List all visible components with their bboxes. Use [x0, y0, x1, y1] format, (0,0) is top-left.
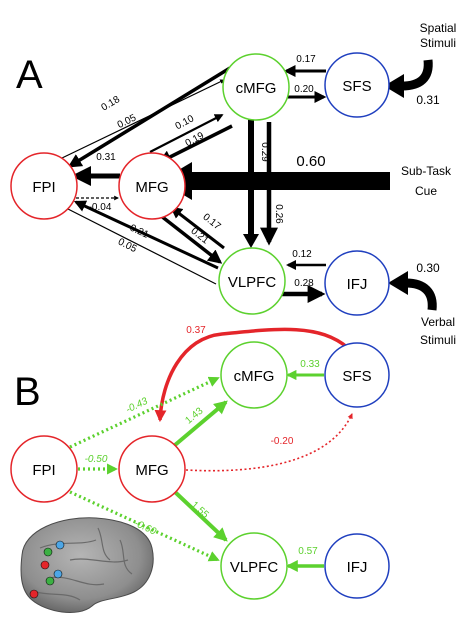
- weight-mfg-fpi: 0.31: [96, 152, 116, 163]
- svg-text:MFG: MFG: [135, 462, 168, 479]
- edge-mfg-cmfg: [149, 114, 224, 153]
- node-ifj: IFJ: [324, 250, 390, 316]
- svg-text:SFS: SFS: [342, 368, 371, 385]
- node-fpi: FPI: [10, 152, 78, 220]
- electrode-dot: [43, 547, 53, 557]
- cmfg-vlpfc-arrowhead: [243, 234, 259, 248]
- node-mfg-b: MFG: [118, 435, 186, 503]
- weight-mfg-vlpfc: 0.21: [188, 226, 210, 247]
- node-vlpfc-b: VLPFC: [220, 532, 288, 600]
- edge-cmfg-mfg: [157, 124, 233, 164]
- weight-verbal-ifj: 0.30: [416, 261, 440, 275]
- input-subtask-line1: Sub-Task: [401, 164, 452, 178]
- svg-text:cMFG: cMFG: [236, 80, 277, 97]
- weight-fpi-vlpfc: 0.05: [116, 236, 139, 255]
- panel-b-nodes: cMFG SFS FPI MFG VLPFC IFJ: [10, 341, 390, 600]
- node-sfs-b: SFS: [324, 342, 390, 408]
- input-subtask-line2: Cue: [415, 184, 437, 198]
- input-spatial-line2: Stimuli: [420, 36, 456, 50]
- edge-verbal-ifj: [405, 278, 437, 311]
- edge-mfg-vlpfc: [154, 210, 223, 264]
- weight-cmfg-sfs: 0.20: [294, 84, 314, 95]
- panel-b-label: B: [14, 370, 41, 414]
- electrode-dot: [55, 540, 65, 550]
- weight-sfs-cmfg-b: 0.33: [300, 359, 320, 370]
- node-mfg: MFG: [118, 152, 186, 220]
- edge-mfg-sfs-b: [185, 413, 353, 472]
- node-cmfg: cMFG: [222, 53, 290, 121]
- weight-vlpfc-fpi: 0.21: [128, 223, 151, 241]
- edge-sfs-mfg: [154, 327, 350, 423]
- weight-sfs-cmfg: 0.17: [296, 54, 316, 65]
- edge-mfg-cmfg-b: [173, 400, 228, 447]
- svg-text:SFS: SFS: [342, 78, 371, 95]
- weight-spatial-sfs: 0.31: [416, 93, 440, 107]
- weight-fpi-mfg: -0.04: [89, 202, 112, 213]
- edge-spatial-sfs: [401, 59, 433, 91]
- weight-cmfg-vlpfc: 0.29: [259, 142, 270, 162]
- edge-fpi-cmfg: [61, 79, 225, 159]
- edge-mfg-vlpfc-b: [173, 490, 228, 542]
- panel-b: B cMFG: [10, 325, 390, 613]
- weight-sfs-mfg-b: 0.37: [186, 325, 206, 336]
- edge-cmfg-fpi: [67, 66, 231, 168]
- svg-text:VLPFC: VLPFC: [230, 559, 279, 576]
- svg-text:IFJ: IFJ: [347, 559, 368, 576]
- panel-a-inputs: Spatial Stimuli Sub-Task Cue Verbal Stim…: [401, 21, 456, 347]
- weight-cmfg-fpi: 0.18: [100, 94, 123, 114]
- svg-text:cMFG: cMFG: [234, 368, 275, 385]
- panel-b-edges: [69, 327, 353, 572]
- node-sfs: SFS: [324, 52, 390, 118]
- node-vlpfc: VLPFC: [218, 247, 286, 315]
- edge-fpi-vlpfc: [65, 207, 217, 285]
- weight-vlpfc-mfg: 0.17: [200, 212, 222, 233]
- svg-text:FPI: FPI: [32, 179, 55, 196]
- electrode-dot: [40, 560, 50, 570]
- svg-text:FPI: FPI: [32, 462, 55, 479]
- weight-subtask-mfg: 0.60: [296, 153, 325, 170]
- edge-vlpfc-mfg: [170, 206, 225, 250]
- node-fpi-b: FPI: [10, 435, 78, 503]
- edge-fpi-vlpfc-b: [69, 490, 220, 562]
- weight-vlpfc-cmfg: 0.26: [273, 204, 284, 224]
- input-spatial-line1: Spatial: [420, 21, 457, 35]
- weight-ifj-vlpfc: 0.12: [292, 249, 312, 260]
- node-cmfg-b: cMFG: [220, 341, 288, 409]
- panel-a-label: A: [16, 53, 43, 97]
- brain-image: [20, 517, 154, 613]
- electrode-dot: [53, 569, 63, 579]
- weight-ifj-vlpfc-b: 0.57: [298, 546, 318, 557]
- weight-fpi-cmfg-b: -0.43: [124, 396, 150, 416]
- panel-a-edges: [61, 59, 437, 311]
- node-ifj-b: IFJ: [324, 533, 390, 599]
- spatial-arrowhead: [384, 74, 404, 98]
- edge-vlpfc-fpi: [73, 200, 219, 270]
- input-verbal-line2: Stimuli: [420, 333, 456, 347]
- weight-fpi-mfg-b: -0.50: [85, 454, 108, 465]
- verbal-arrowhead: [388, 271, 408, 295]
- electrode-dot: [45, 576, 55, 586]
- svg-text:MFG: MFG: [135, 179, 168, 196]
- panel-a: A: [10, 21, 456, 347]
- svg-text:VLPFC: VLPFC: [228, 274, 277, 291]
- electrode-dot: [29, 589, 39, 599]
- svg-text:IFJ: IFJ: [347, 276, 368, 293]
- weight-vlpfc-ifj: 0.28: [294, 278, 314, 289]
- input-verbal-line1: Verbal: [421, 315, 455, 329]
- panel-a-nodes: cMFG SFS FPI MFG VLPFC IFJ: [10, 52, 390, 316]
- weight-mfg-sfs-b: -0.20: [271, 436, 294, 447]
- edge-fpi-cmfg-b: [69, 376, 220, 449]
